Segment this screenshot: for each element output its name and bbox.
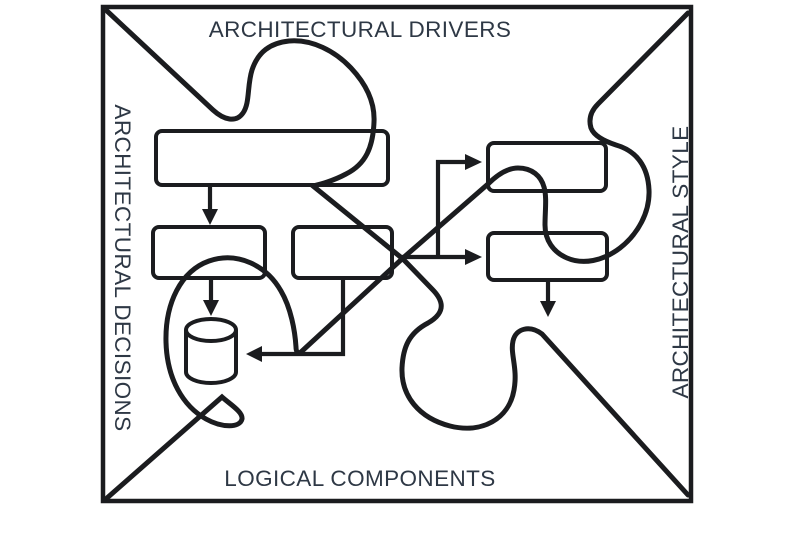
label-architectural-drivers: ARCHITECTURAL DRIVERS — [209, 17, 512, 42]
label-architectural-decisions: ARCHITECTURAL DECISIONS — [110, 104, 135, 431]
arrow-right-bottom-box-down — [540, 280, 556, 317]
puzzle-diagonal-tl-br — [104, 8, 691, 498]
arrow-middle-box-to-database — [246, 278, 346, 362]
outer-border — [100, 4, 694, 504]
label-logical-components: LOGICAL COMPONENTS — [224, 466, 495, 491]
box-right-top — [486, 141, 608, 193]
arrow-junction-to-right-bottom-box — [402, 249, 482, 265]
arrow-left-box-to-database — [203, 278, 219, 316]
database-cylinder — [184, 317, 238, 385]
arrow-junction-to-right-top-box — [435, 154, 482, 258]
arrow-wide-box-to-left-box — [202, 185, 218, 225]
box-middle — [291, 225, 394, 280]
database-cylinder-top — [184, 317, 238, 343]
box-top-left-wide — [154, 129, 390, 187]
label-architectural-style: ARCHITECTURAL STYLE — [668, 125, 693, 398]
puzzle-diagonal-bl-tr — [104, 10, 691, 501]
database-cylinder-body — [184, 330, 238, 385]
box-left-small — [151, 225, 267, 280]
